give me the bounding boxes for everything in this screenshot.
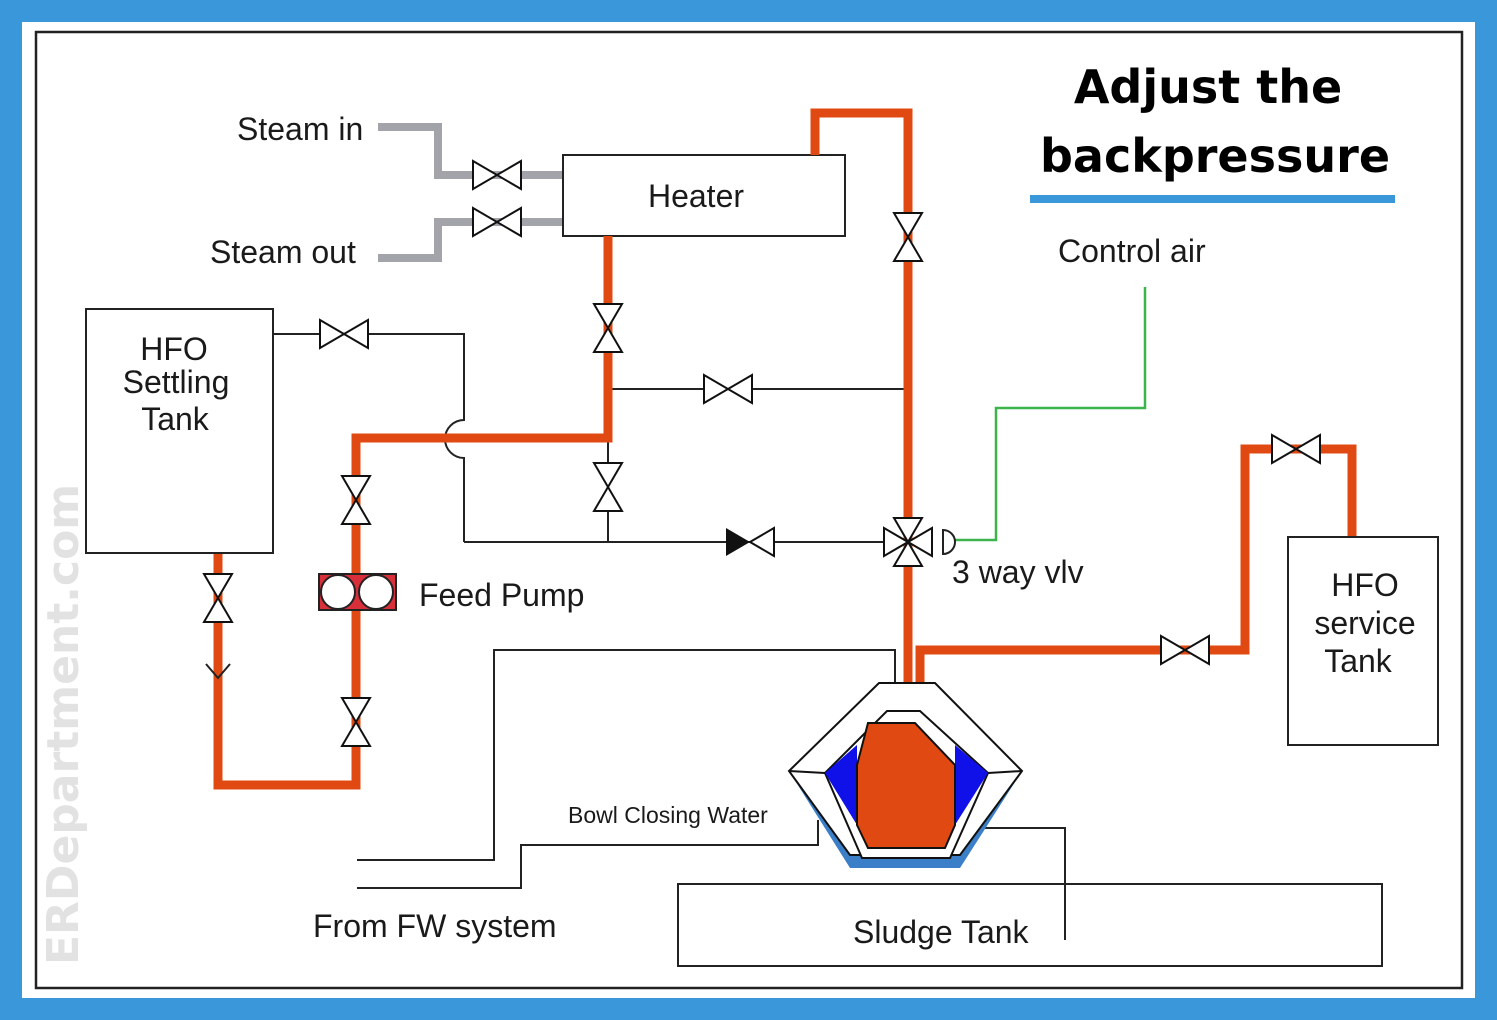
- recirc-valve-icon: [592, 462, 624, 512]
- heater-inlet-valve-icon: [592, 303, 624, 353]
- steam-in-label: Steam in: [237, 111, 363, 147]
- check-valve-icon: [726, 526, 775, 558]
- service-tank-label-3: Tank: [1324, 643, 1393, 679]
- pump-discharge-valve-icon: [340, 475, 372, 525]
- steam-in-valve-icon: [472, 159, 522, 191]
- watermark: ERDepartment.com: [38, 484, 89, 965]
- hfo-service-tank: [1287, 536, 1439, 746]
- service-inlet-valve-icon: [1271, 433, 1321, 465]
- process-lines: [273, 333, 1066, 940]
- pump-suction-valve-icon: [340, 697, 372, 747]
- heater-outlet-valve-icon: [892, 212, 924, 262]
- settling-outlet-valve-icon: [202, 573, 234, 623]
- settling-tank-label-1: HFO: [140, 331, 208, 367]
- title-underline: [1030, 195, 1395, 203]
- bypass-valve-icon: [703, 373, 753, 405]
- heater-label: Heater: [648, 178, 744, 214]
- bowl-closing-water-label: Bowl Closing Water: [568, 802, 768, 828]
- three-way-valve-label: 3 way vlv: [952, 554, 1084, 590]
- steam-out-valve-icon: [472, 206, 522, 238]
- settling-return-valve-icon: [319, 318, 369, 350]
- heater: [562, 154, 846, 237]
- settling-tank-label-2: Settling: [123, 364, 230, 400]
- frame: [34, 30, 1464, 990]
- hfo-settling-tank: [85, 308, 274, 554]
- check-arrow-icon: [205, 663, 231, 680]
- service-tank-valve-icon: [1160, 634, 1210, 666]
- valve-actuator-icon: [942, 528, 956, 556]
- fuel-pipes: [213, 108, 1357, 790]
- feed-pump-label: Feed Pump: [419, 577, 584, 613]
- three-way-valve-icon: [883, 517, 933, 567]
- sludge-tank: [677, 883, 1383, 967]
- fw-system-label: From FW system: [313, 908, 557, 944]
- title-line-1: Adjust the: [1074, 60, 1342, 114]
- control-air-label: Control air: [1058, 233, 1206, 269]
- sludge-tank-label: Sludge Tank: [853, 914, 1030, 950]
- control-air-line: [955, 287, 1147, 542]
- title-line-2: backpressure: [1040, 129, 1390, 183]
- settling-tank-label-3: Tank: [141, 401, 210, 437]
- steam-out-label: Steam out: [210, 234, 356, 270]
- service-tank-label-1: HFO: [1331, 567, 1399, 603]
- purifier-bowl: [787, 682, 1024, 868]
- feed-pump-icon: [318, 573, 397, 611]
- service-tank-label-2: service: [1314, 605, 1415, 641]
